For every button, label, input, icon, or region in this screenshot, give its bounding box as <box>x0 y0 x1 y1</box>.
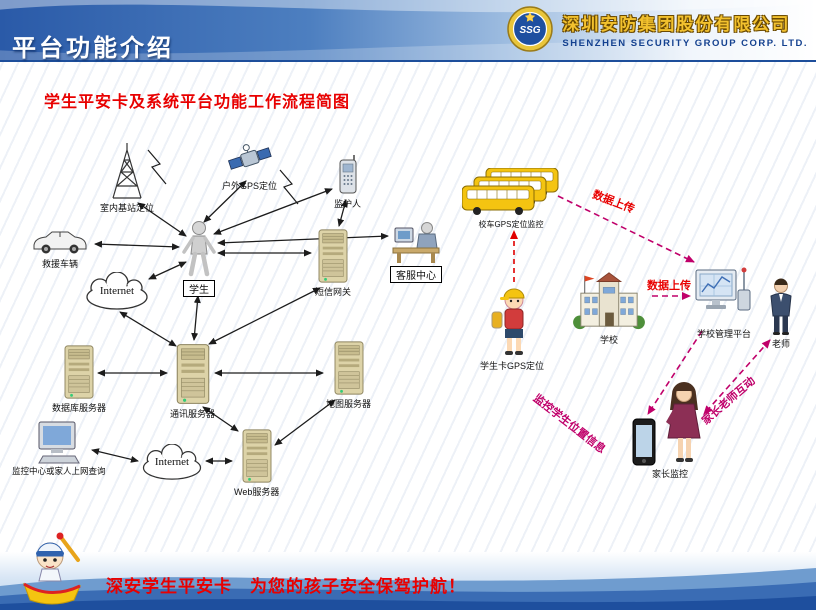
node-label: 客服中心 <box>390 266 442 283</box>
school-building-icon <box>573 272 645 330</box>
smartphone-icon <box>632 418 656 466</box>
logo-text: SSG <box>520 25 541 36</box>
node-rescue-vehicle: 救援车辆 <box>30 228 90 270</box>
server-icon <box>242 429 272 483</box>
node-outdoor-gps: 户外GPS定位 <box>222 140 277 192</box>
node-label: 老师 <box>771 339 790 349</box>
node-indoor-base-station: 室内基站定位 <box>100 142 154 214</box>
node-student-card-gps: 学生卡GPS定位 <box>480 286 544 372</box>
node-map-server: 地图服务器 <box>326 340 371 410</box>
node-label: Web服务器 <box>234 487 280 497</box>
parent-woman-icon <box>666 382 701 462</box>
company-names: 深圳安防集团股份有限公司 SHENZHEN SECURITY GROUP COR… <box>562 10 808 49</box>
company-name-en: SHENZHEN SECURITY GROUP CORP. LTD. <box>562 37 808 49</box>
node-label: 学生 <box>183 280 215 297</box>
footer-wave-decoration <box>0 568 816 610</box>
node-label: 救援车辆 <box>41 259 78 269</box>
node-school-bus-gps: 校车GPS定位监控 <box>462 168 560 230</box>
node-label: 学校 <box>599 335 618 345</box>
diagram-title: 学生平安卡及系统平台功能工作流程简图 <box>44 94 351 111</box>
node-label: 通讯服务器 <box>170 409 216 419</box>
label-data-upload-2: 数据上传 <box>647 280 691 292</box>
server-icon <box>176 344 209 404</box>
company-name-cn: 深圳安防集团股份有限公司 <box>562 14 791 34</box>
node-label: 户外GPS定位 <box>222 181 278 191</box>
node-label: 地图服务器 <box>326 399 372 409</box>
node-label: 短信网关 <box>314 287 351 297</box>
node-monitor-center: 监控中心或家人上网查询 <box>12 420 106 477</box>
service-desk-icon <box>392 222 440 263</box>
node-teacher: 老师 <box>766 278 796 350</box>
node-label: 学校管理平台 <box>696 329 751 339</box>
node-guardian: 监护人 <box>334 154 361 210</box>
header-wave-decoration <box>0 0 816 60</box>
node-internet-2: Internet <box>140 444 204 482</box>
node-label: 校车GPS定位监控 <box>478 220 544 229</box>
student-kid-icon <box>491 288 525 355</box>
management-platform-icon <box>695 267 751 311</box>
node-student: 学生 <box>180 220 218 297</box>
node-school-platform: 学校管理平台 <box>694 262 754 340</box>
node-school: 学校 <box>572 266 646 346</box>
mobile-phone-icon <box>339 155 356 194</box>
person-icon <box>182 221 216 277</box>
company-brand: SSG 深圳安防集团股份有限公司 SHENZHEN SECURITY GROUP… <box>506 5 808 53</box>
company-logo-icon: SSG <box>507 6 554 52</box>
server-icon <box>318 229 348 283</box>
lightning-bolts <box>147 149 299 205</box>
cloud-icon <box>86 272 148 310</box>
node-sms-gateway: 短信网关 <box>314 228 352 298</box>
desktop-computer-icon <box>37 421 80 464</box>
parent-with-phone <box>632 380 708 466</box>
teacher-icon <box>770 278 792 335</box>
server-icon <box>64 345 94 399</box>
server-icon <box>334 341 363 395</box>
footer: 深安学生平安卡 为您的孩子安全保驾护航！ <box>0 532 816 610</box>
node-web-server: Web服务器 <box>234 428 279 498</box>
node-internet-1: Internet <box>84 272 150 312</box>
node-customer-service: 客服中心 <box>390 218 442 283</box>
cloud-icon <box>142 444 202 480</box>
node-label: 家长监控 <box>651 469 688 479</box>
header: 平台功能介绍 SSG 深圳安防集团股份有限公司 SHENZHEN SECURIT… <box>0 0 816 62</box>
node-label: 监护人 <box>334 199 362 209</box>
school-bus-icon <box>462 168 559 216</box>
node-parent-monitor: 家长监控 <box>632 380 708 480</box>
node-label: 室内基站定位 <box>100 203 155 213</box>
car-icon <box>33 231 87 254</box>
satellite-icon <box>227 144 272 170</box>
node-database-server: 数据库服务器 <box>52 344 106 414</box>
mascot-icon <box>23 532 81 605</box>
node-label: 学生卡GPS定位 <box>480 361 545 371</box>
radio-tower-icon <box>112 143 142 199</box>
node-label: Internet <box>154 456 190 468</box>
node-label: Internet <box>99 285 135 297</box>
footer-slogan: 深安学生平安卡 为您的孩子安全保驾护航！ <box>106 577 466 596</box>
node-label: 数据库服务器 <box>52 403 107 413</box>
node-communication-server: 通讯服务器 <box>170 342 215 420</box>
node-label: 监控中心或家人上网查询 <box>12 466 106 476</box>
page-title: 平台功能介绍 <box>12 35 174 63</box>
